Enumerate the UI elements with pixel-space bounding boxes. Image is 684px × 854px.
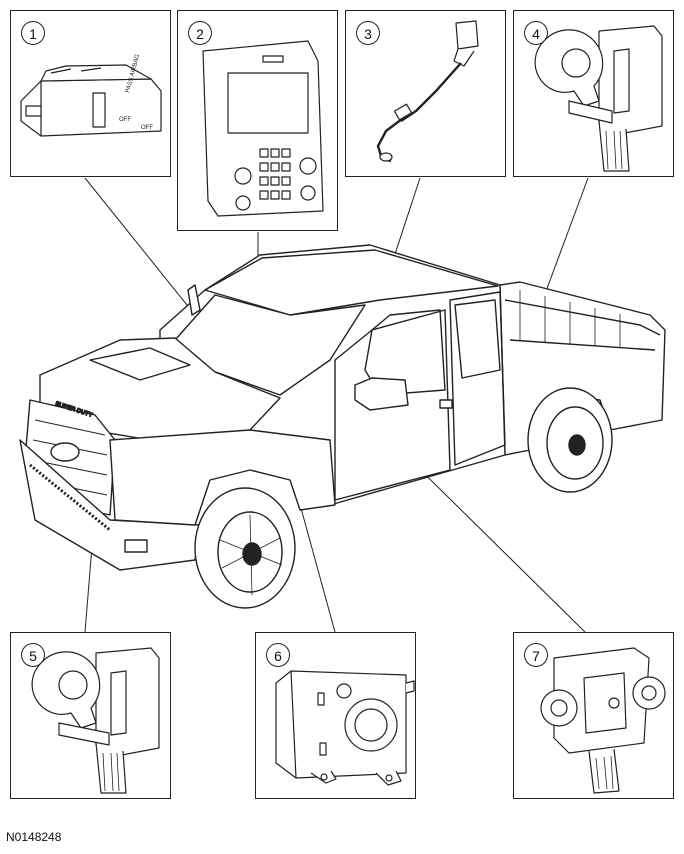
panel-6: 6	[255, 632, 416, 799]
truck-illustration: SUPER DUTY	[19, 244, 666, 609]
front-door-window	[364, 309, 446, 396]
figure-id-label: N0148248	[6, 830, 62, 844]
rear-door-window	[454, 299, 501, 379]
audio-control-panel-icon	[202, 40, 324, 217]
rear-door	[449, 291, 506, 466]
front-fender	[109, 429, 336, 526]
front-impact-sensor-icon	[31, 647, 160, 794]
panel-7: 7	[513, 632, 674, 799]
callout-number-2: 2	[188, 21, 212, 45]
door-handle	[439, 399, 453, 409]
callout-number-1: 1	[21, 21, 45, 45]
callout-number-6: 6	[266, 643, 290, 667]
grille-emblem	[50, 442, 80, 462]
panel-3: 3	[345, 10, 506, 177]
panel-2: 2	[177, 10, 338, 231]
front-bumper	[19, 439, 201, 571]
panel-5: 5	[10, 632, 171, 799]
front-hub	[242, 542, 262, 566]
callout-number-7: 7	[524, 643, 548, 667]
impact-sensor-bracket-icon	[540, 647, 666, 794]
rear-hub	[568, 434, 586, 456]
panel-4: 4	[513, 10, 674, 177]
callout-number-5: 5	[21, 643, 45, 667]
off-label-2: OFF	[141, 125, 153, 131]
callout-number-3: 3	[356, 21, 380, 45]
off-label: OFF	[119, 117, 131, 123]
panel-1: 1 PASS AIRBAG OFF OFF	[10, 10, 171, 177]
side-impact-sensor-icon	[534, 25, 663, 172]
side-mirror	[354, 377, 409, 411]
passenger-airbag-indicator-icon: PASS AIRBAG OFF OFF	[20, 53, 162, 137]
fog-lamp	[124, 539, 148, 553]
restraints-control-module-icon	[275, 670, 415, 786]
front-door	[334, 309, 451, 501]
seat-belt-buckle-sensor-icon	[376, 20, 479, 163]
